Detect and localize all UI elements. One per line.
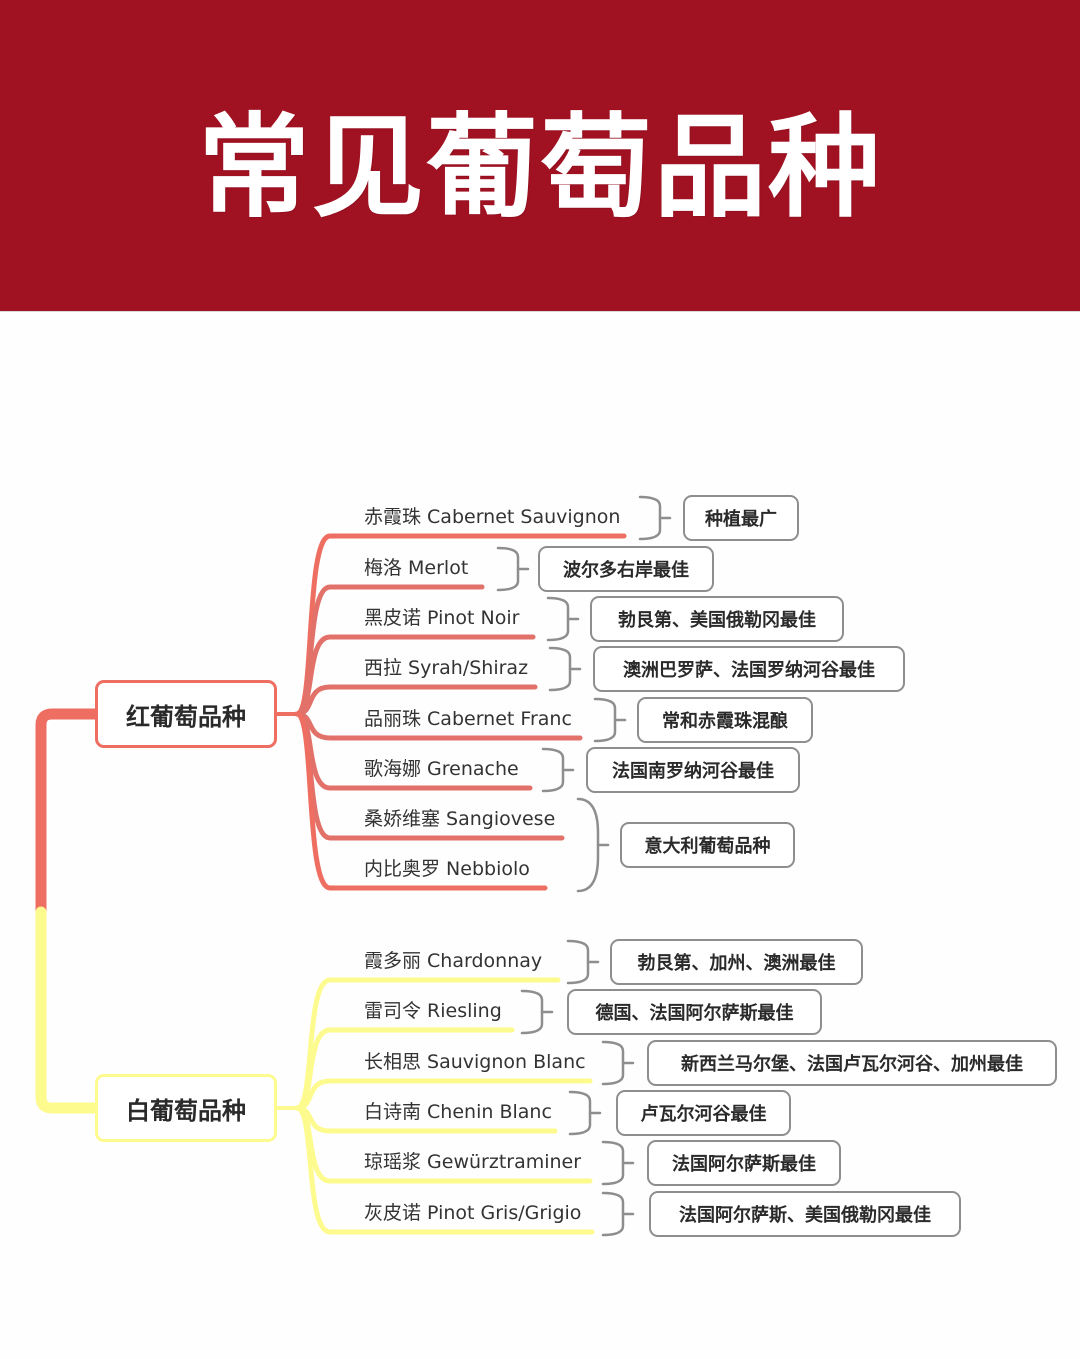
variety-branch [294,1105,595,1235]
variety-label: 霞多丽 Chardonnay [364,950,543,972]
bracket [593,697,617,743]
note-box: 卢瓦尔河谷最佳 [616,1090,791,1136]
bracket [520,989,544,1035]
variety-label: 桑娇维塞 Sangiovese [364,808,556,830]
bracket [601,1040,625,1086]
variety-label: 白诗南 Chenin Blanc [364,1101,552,1123]
spine-red [35,708,101,918]
bracket [576,797,600,893]
note-box: 勃艮第、美国俄勒冈最佳 [590,596,844,642]
bracket [568,1090,592,1136]
note-box: 常和赤霞珠混酿 [637,697,813,743]
bracket [601,1140,625,1186]
note-box: 德国、法国阿尔萨斯最佳 [567,989,822,1035]
variety-label: 长相思 Sauvignon Blanc [364,1051,586,1073]
note-box: 意大利葡萄品种 [620,822,795,868]
variety-label: 歌海娜 Grenache [364,758,519,780]
spine-white [35,906,101,1114]
page-title: 常见葡萄品种 [198,102,882,233]
variety-label: 品丽珠 Cabernet Franc [364,708,572,730]
note-box: 勃艮第、加州、澳洲最佳 [610,939,863,985]
variety-branch [294,711,548,891]
note-box: 波尔多右岸最佳 [538,546,714,592]
category-node-white: 白葡萄品种 [95,1074,277,1142]
bracket [496,546,520,592]
bracket [638,495,662,541]
bracket [548,646,572,692]
note-box: 新西兰马尔堡、法国卢瓦尔河谷、加州最佳 [647,1040,1057,1086]
note-box: 法国阿尔萨斯最佳 [647,1140,841,1186]
variety-label: 黑皮诺 Pinot Noir [364,607,520,629]
note-box: 澳洲巴罗萨、法国罗纳河谷最佳 [593,646,905,692]
variety-label: 灰皮诺 Pinot Gris/Grigio [364,1202,582,1224]
bracket [546,596,570,642]
bracket [541,747,565,793]
title-banner: 常见葡萄品种 [0,0,1080,312]
variety-label: 梅洛 Merlot [364,557,469,579]
bracket [601,1191,625,1237]
note-box: 种植最广 [683,495,799,541]
variety-label: 赤霞珠 Cabernet Sauvignon [364,506,621,528]
category-node-red: 红葡萄品种 [95,680,277,748]
bracket [566,939,590,985]
note-box: 法国南罗纳河谷最佳 [586,747,800,793]
variety-label: 内比奥罗 Nebbiolo [364,858,530,880]
variety-label: 雷司令 Riesling [364,1000,502,1022]
variety-label: 琼瑶浆 Gewürztraminer [364,1151,582,1173]
variety-label: 西拉 Syrah/Shiraz [364,657,529,679]
note-box: 法国阿尔萨斯、美国俄勒冈最佳 [649,1191,961,1237]
